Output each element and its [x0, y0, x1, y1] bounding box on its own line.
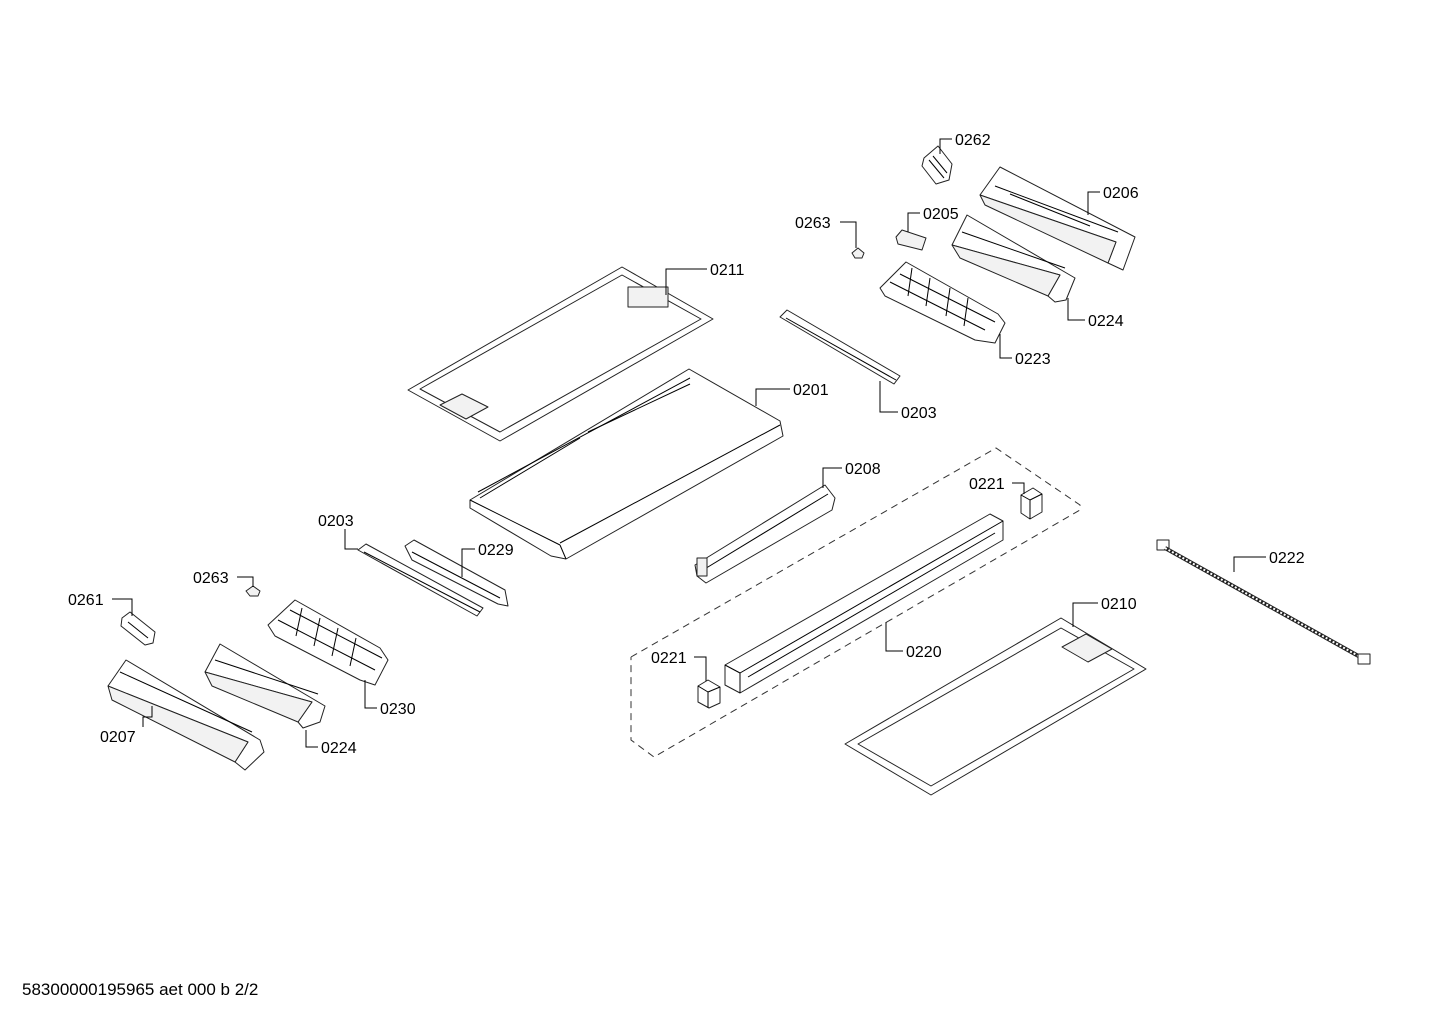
- leader-lines: [112, 138, 1266, 748]
- part-0224-top: [951, 214, 1076, 303]
- label-0201: 0201: [793, 382, 829, 399]
- label-0206: 0206: [1103, 185, 1139, 202]
- label-0211: 0211: [710, 262, 745, 279]
- part-0223: [879, 261, 1006, 344]
- part-0261: [120, 611, 156, 646]
- part-labels: 0262 0206 0263 0205 0211 0224 0223 0201 …: [68, 132, 1305, 757]
- part-0229: [404, 539, 509, 607]
- part-0220: [724, 513, 1004, 694]
- part-0208: [694, 484, 836, 584]
- label-0223: 0223: [1015, 351, 1051, 368]
- label-0263-top: 0263: [795, 215, 831, 232]
- part-0262: [921, 145, 953, 185]
- part-0205: [895, 229, 927, 251]
- group-0220-outline: [630, 447, 1081, 758]
- label-0263-left: 0263: [193, 570, 229, 587]
- label-0205: 0205: [923, 206, 959, 223]
- label-0230: 0230: [380, 701, 416, 718]
- part-0263-top: [851, 247, 865, 259]
- part-0221-upper: [1020, 487, 1043, 520]
- part-0203-left: [357, 543, 484, 617]
- label-0203-top: 0203: [901, 405, 937, 422]
- label-0224-bottom: 0224: [321, 740, 357, 757]
- part-0221-lower: [697, 679, 721, 709]
- part-0230: [267, 599, 389, 686]
- label-0208: 0208: [845, 461, 881, 478]
- part-0263-left: [245, 585, 261, 597]
- label-0210: 0210: [1101, 596, 1137, 613]
- label-0207: 0207: [100, 729, 136, 746]
- label-0220: 0220: [906, 644, 942, 661]
- part-0207: [107, 659, 265, 771]
- label-0203-left: 0203: [318, 513, 354, 530]
- label-0221-lower: 0221: [651, 650, 687, 667]
- label-0229: 0229: [478, 542, 514, 559]
- part-0203-top: [779, 309, 901, 385]
- part-0210: [844, 617, 1147, 796]
- part-0224-bottom: [204, 643, 326, 729]
- label-0224-top: 0224: [1088, 313, 1124, 330]
- label-0222: 0222: [1269, 550, 1305, 567]
- part-0211: [407, 266, 714, 442]
- label-0262: 0262: [955, 132, 991, 149]
- part-0201: [469, 368, 784, 560]
- label-0221-upper: 0221: [969, 476, 1005, 493]
- part-0206: [979, 166, 1136, 271]
- document-footer-code: 58300000195965 aet 000 b 2/2: [22, 980, 259, 999]
- part-0222: [1156, 539, 1371, 665]
- label-0261: 0261: [68, 592, 104, 609]
